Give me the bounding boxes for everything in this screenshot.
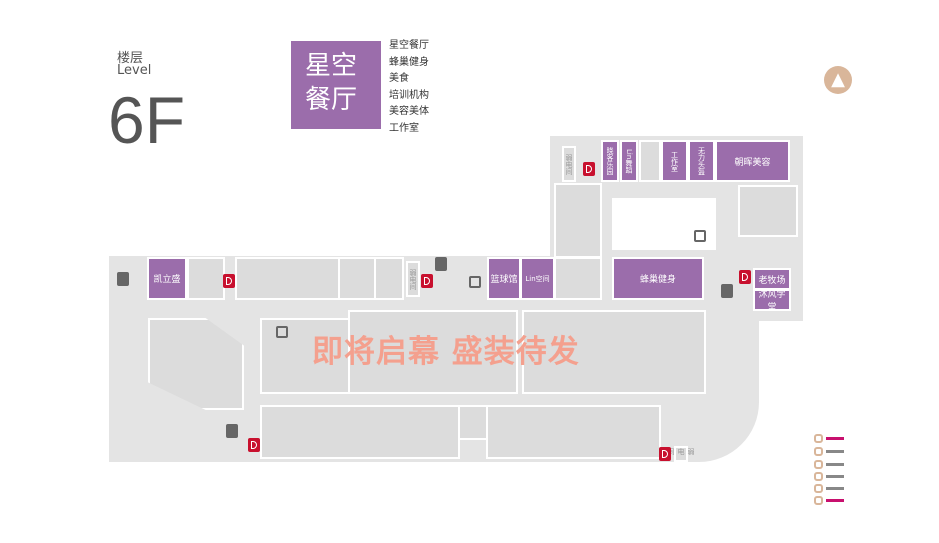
shop[interactable]: 沐风学堂 [753, 289, 791, 313]
room [187, 257, 225, 300]
room [338, 257, 376, 300]
legend-item [814, 434, 844, 443]
room [522, 310, 706, 394]
escalator-icon [421, 274, 433, 288]
floor-label-cn: 楼层 [117, 51, 144, 66]
restroom-icon [694, 230, 706, 242]
legend-item [814, 460, 844, 469]
category-list: 星空餐厅 蜂巢健身 美食 培训机构 美容美体 工作室 [389, 38, 429, 137]
category: 培训机构 [389, 89, 429, 101]
escalator-icon [223, 274, 235, 288]
room [348, 310, 518, 394]
category: 美容美体 [389, 106, 429, 117]
category: 蜂巢健身 [389, 56, 429, 68]
shop[interactable]: 蜂巢健身 [612, 257, 704, 300]
elevator-icon [721, 284, 733, 298]
shop[interactable]: 无力头盔 [688, 140, 715, 182]
legend-item [814, 472, 844, 481]
room [260, 405, 460, 459]
room [639, 140, 661, 182]
escalator-icon [583, 162, 595, 176]
restroom-icon [469, 276, 481, 288]
utility-room: 弱电间 [562, 146, 576, 182]
highlight-badge: 星空餐厅 [291, 41, 381, 129]
shop[interactable]: Lin空间 [520, 257, 555, 300]
category: 星空餐厅 [389, 40, 429, 51]
banner-text: 即将启幕 盛装待发 [312, 334, 580, 370]
room [458, 405, 488, 440]
elevator-icon [226, 424, 238, 438]
utility-room: 弱电间 [406, 261, 420, 297]
escalator-icon [739, 270, 751, 284]
room [738, 185, 798, 237]
shop[interactable]: Lin舞蹈 [620, 140, 638, 182]
category: 美食 [389, 73, 409, 84]
escalator-icon [659, 447, 671, 461]
room [374, 257, 404, 300]
shop[interactable]: 晓客乐园 [601, 140, 619, 182]
room [486, 405, 661, 459]
utility-room: 弱电间 [667, 446, 695, 462]
shop[interactable]: 朝晖美容 [715, 140, 790, 182]
room [612, 198, 716, 250]
elevator-icon [117, 272, 129, 286]
floor-label-en: Level [117, 63, 152, 78]
legend-item [814, 484, 844, 493]
shop[interactable]: 工作室 [661, 140, 688, 182]
shop[interactable]: 凯立盛 [147, 257, 187, 300]
compass-icon: ▲ [824, 66, 852, 94]
legend-item [814, 447, 844, 456]
category: 工作室 [389, 122, 419, 134]
restroom-icon [276, 326, 288, 338]
legend-item [814, 496, 844, 505]
escalator-icon [248, 438, 260, 452]
room [235, 257, 340, 300]
elevator-icon [435, 257, 447, 271]
room [554, 257, 602, 300]
floor-number: 6F [108, 83, 186, 157]
room [554, 183, 602, 258]
shop[interactable]: 篮球馆 [487, 257, 521, 300]
